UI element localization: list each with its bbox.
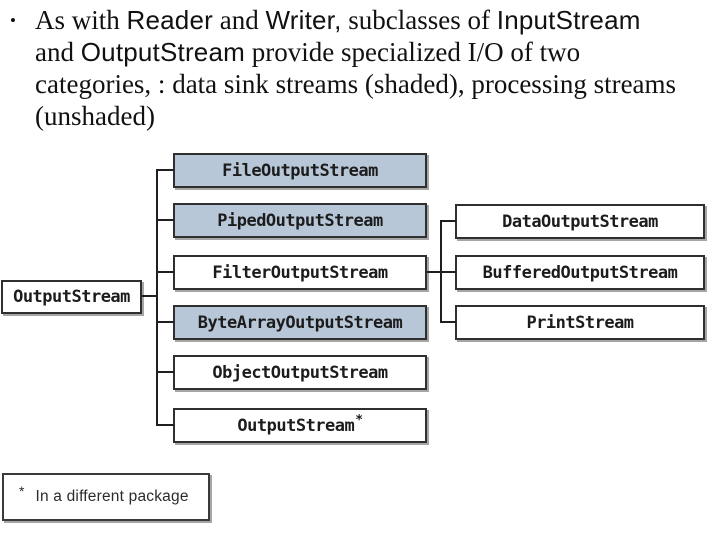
text-run-code: OutputStream — [80, 37, 245, 67]
text-run: subclasses of — [341, 5, 497, 35]
bullet-text: As with Reader and Writer, subclasses of… — [35, 4, 716, 132]
footnote-marker-superscript: * — [355, 413, 363, 428]
class-box-dataoutputstream: DataOutputStream — [455, 204, 705, 239]
class-box-pipedoutputstream: PipedOutputStream — [173, 203, 427, 238]
bullet-line-4: (unshaded) — [35, 101, 155, 131]
connector-line — [440, 220, 456, 222]
footnote-box: * In a different package — [2, 473, 210, 521]
connector-line — [156, 424, 174, 426]
bullet-line-2: and OutputStream provide specialized I/O… — [35, 36, 716, 68]
class-box-label: ByteArrayOutputStream — [197, 312, 403, 333]
class-box-objectoutputstream: ObjectOutputStream — [173, 355, 427, 390]
footnote-marker: * — [19, 483, 25, 499]
text-run: provide specialized I/O of two — [245, 37, 581, 67]
connector-line — [440, 220, 442, 323]
class-box-bufferedoutputstream: BufferedOutputStream — [455, 255, 705, 290]
text-run: and — [213, 5, 266, 35]
class-box-label: PrintStream — [526, 312, 634, 333]
class-box-printstream: PrintStream — [455, 305, 705, 340]
text-run-code: InputStream — [496, 5, 641, 35]
connector-line — [142, 295, 157, 297]
text-run-code: Writer, — [265, 5, 342, 35]
bullet-marker: • — [10, 11, 16, 30]
class-box-label: PipedOutputStream — [217, 210, 383, 231]
class-box-label: ObjectOutputStream — [212, 362, 388, 383]
class-box-label: FilterOutputStream — [212, 262, 388, 283]
text-run: and — [35, 37, 81, 67]
bullet-item: • As with Reader and Writer, subclasses … — [10, 4, 716, 132]
connector-line — [156, 169, 158, 426]
connector-line — [156, 219, 174, 221]
class-box-bytearrayoutputstream: ByteArrayOutputStream — [173, 305, 427, 340]
footnote-text: In a different package — [35, 488, 189, 505]
class-box-label: OutputStream — [13, 287, 130, 307]
connector-line — [156, 271, 174, 273]
connector-line — [156, 371, 174, 373]
text-run: As with — [35, 5, 127, 35]
class-box-label: OutputStream — [237, 415, 355, 436]
class-box-filteroutputstream: FilterOutputStream — [173, 255, 427, 290]
connector-line — [156, 169, 174, 171]
class-box-outputstream-root: OutputStream — [1, 280, 142, 314]
class-box-label: BufferedOutputStream — [482, 262, 678, 283]
class-box-label: FileOutputStream — [222, 160, 378, 181]
class-box-outputstream-other-package: OutputStream* — [173, 408, 427, 443]
class-box-label: DataOutputStream — [502, 211, 658, 232]
bullet-line-3: categories, : data sink streams (shaded)… — [35, 69, 677, 99]
bullet-line-1: As with Reader and Writer, subclasses of… — [35, 4, 716, 36]
connector-line — [440, 321, 456, 323]
text-run-code: Reader — [126, 5, 213, 35]
class-box-fileoutputstream: FileOutputStream — [173, 153, 427, 188]
connector-line — [156, 321, 174, 323]
